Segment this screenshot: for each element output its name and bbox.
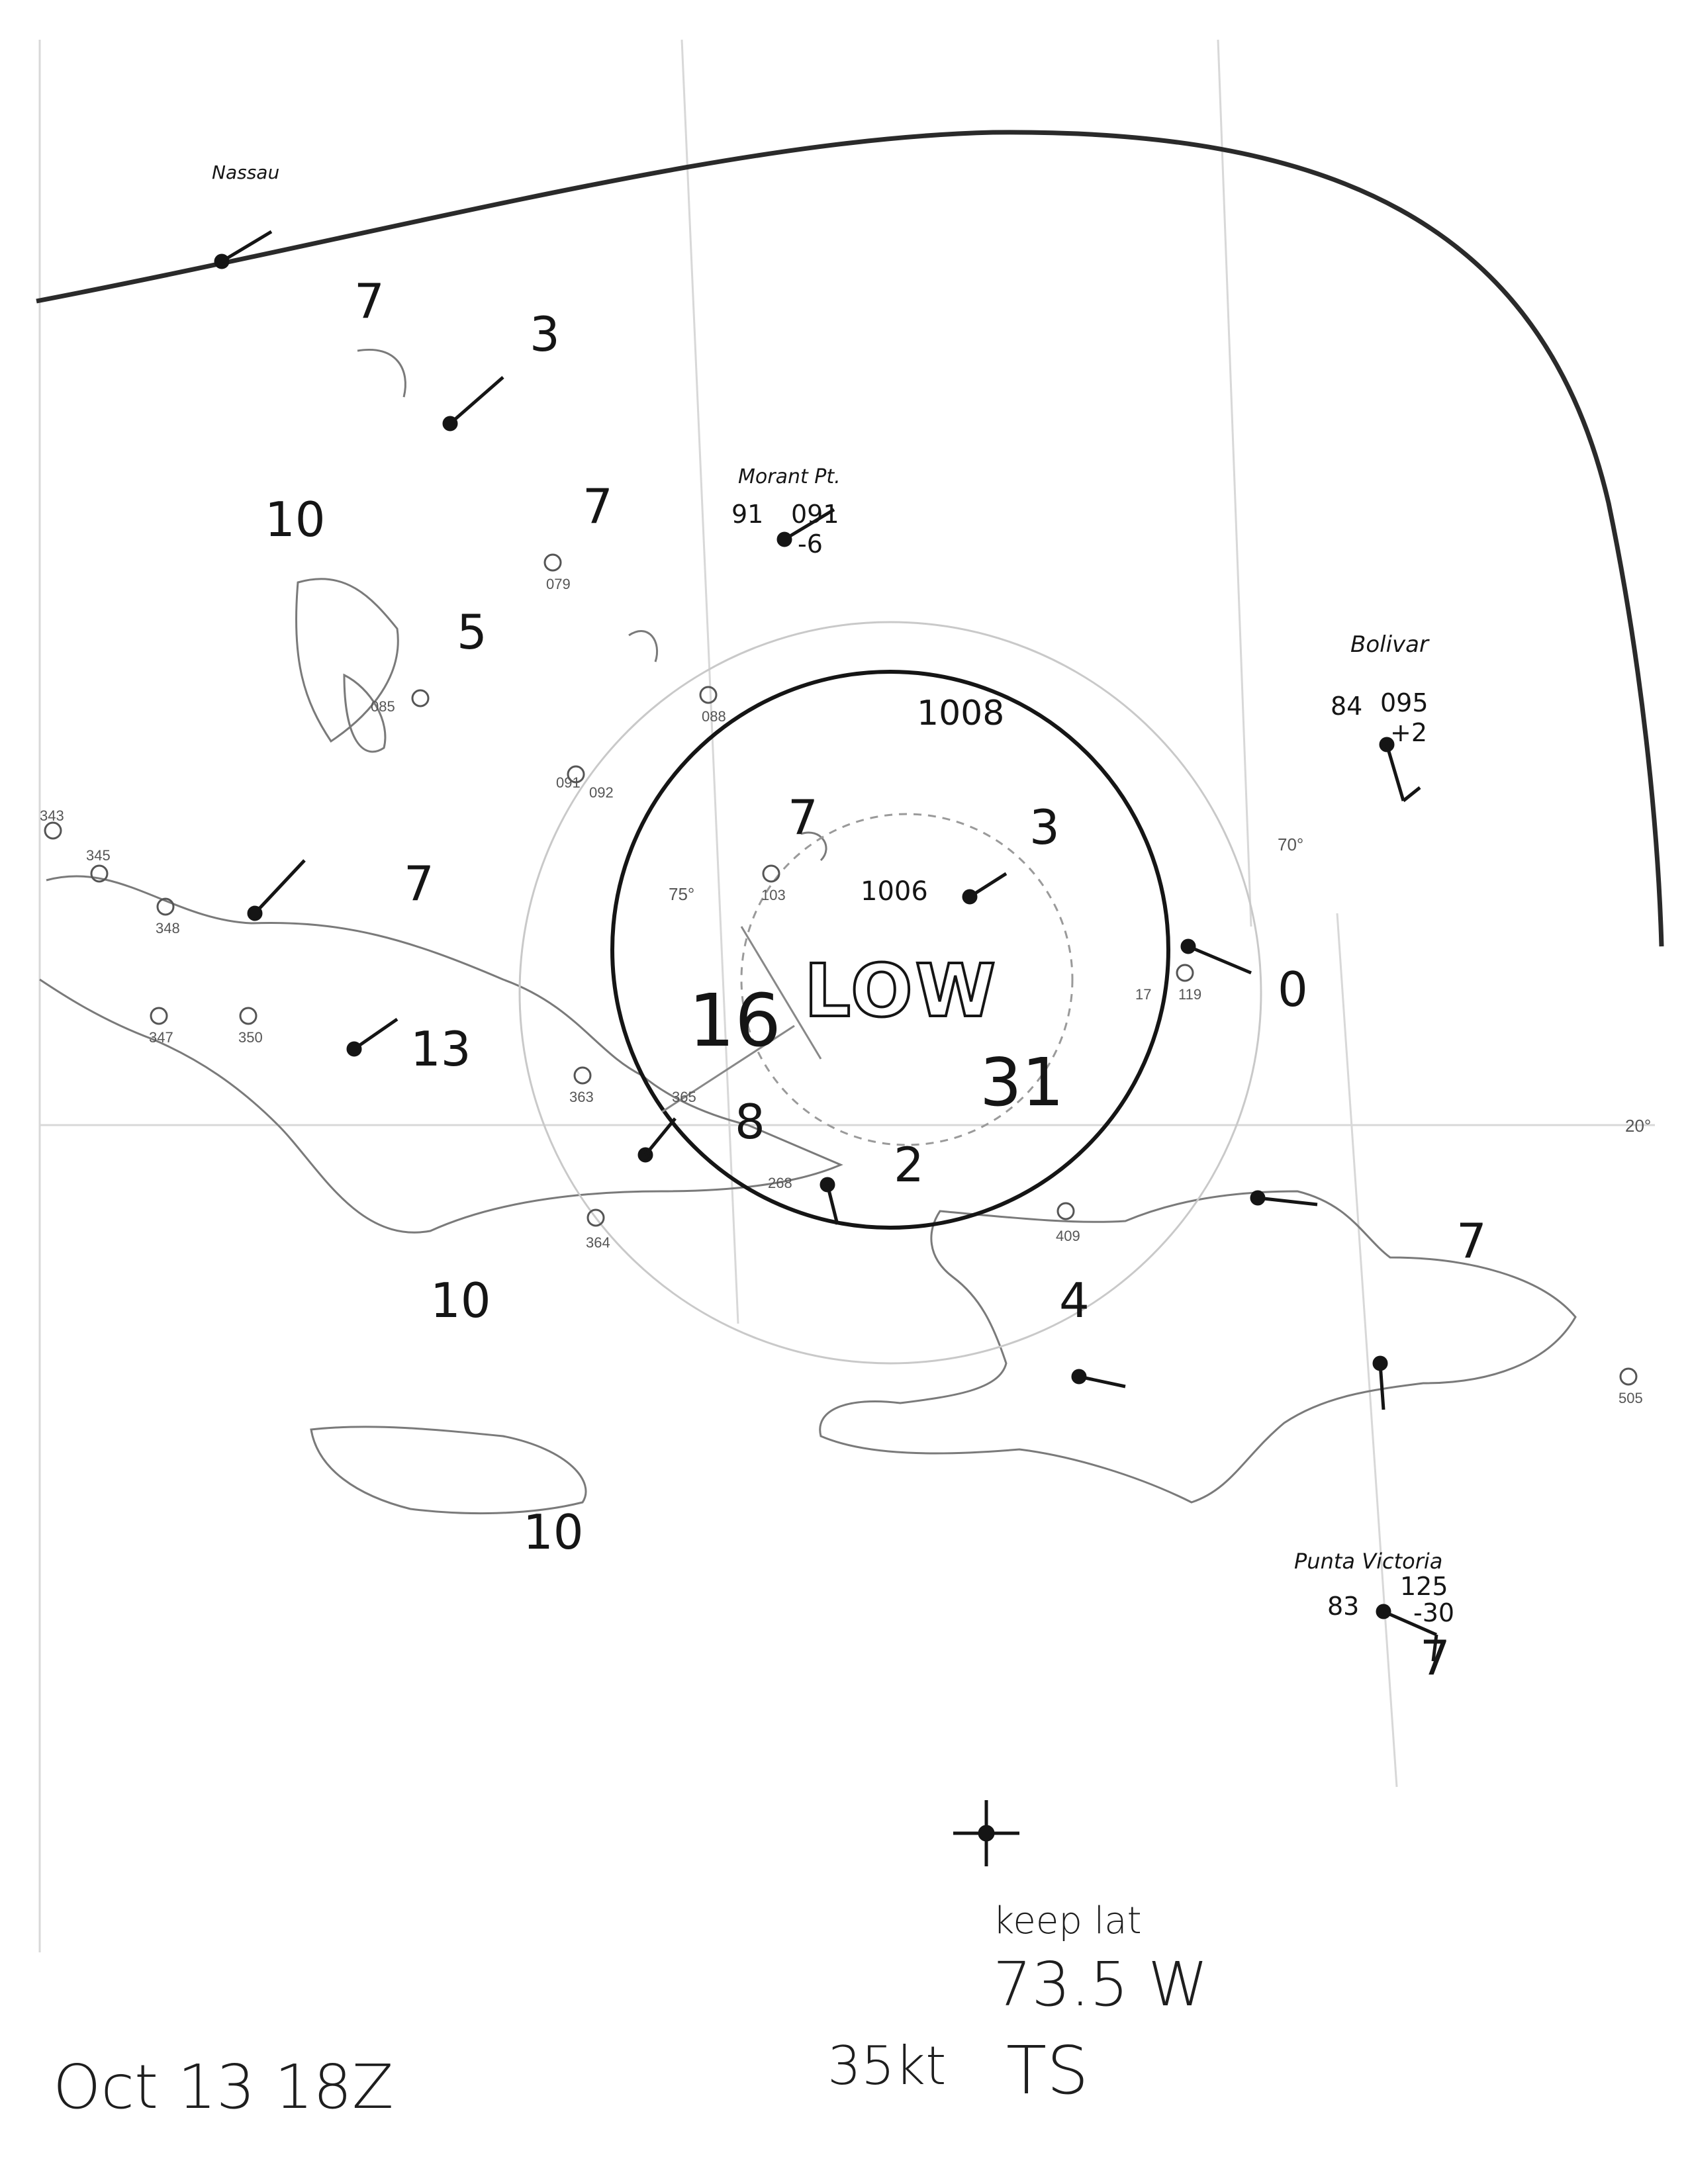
place-names: Morant Pt. Bolivar Punta Victoria Nassau — [212, 161, 1442, 1574]
svg-text:-30: -30 — [1413, 1598, 1454, 1627]
storm-system — [518, 621, 1262, 1365]
svg-text:83: 83 — [1327, 1592, 1359, 1621]
hispaniola-coast — [819, 1190, 1577, 1504]
svg-text:088: 088 — [702, 708, 726, 725]
svg-text:085: 085 — [371, 698, 395, 715]
place-bolivar: Bolivar — [1350, 631, 1430, 658]
svg-text:365: 365 — [672, 1089, 696, 1105]
svg-text:10: 10 — [265, 492, 326, 547]
place-morant-point: Morant Pt. — [738, 465, 841, 488]
svg-text:345: 345 — [86, 847, 111, 864]
svg-text:348: 348 — [156, 920, 180, 936]
cuba-coast — [39, 875, 843, 1234]
printed-stations — [44, 553, 1638, 1386]
station-readings: 91 091 -6 84 095 +2 83 125 -30 — [731, 500, 1454, 1627]
graticule — [38, 39, 1655, 1952]
svg-text:7: 7 — [354, 273, 385, 329]
station-ids: 343 345 348 347 350 363 364 365 268 409 … — [40, 576, 1643, 1406]
svg-text:7: 7 — [1456, 1213, 1487, 1269]
svg-text:364: 364 — [586, 1234, 610, 1251]
station-models — [214, 230, 1438, 1866]
svg-text:7: 7 — [583, 478, 613, 534]
isobar-value: 1008 — [917, 694, 1004, 733]
svg-text:347: 347 — [149, 1029, 173, 1046]
svg-text:091: 091 — [556, 774, 581, 791]
isobar-1008 — [610, 670, 1170, 1230]
svg-text:+2: +2 — [1390, 718, 1427, 747]
svg-text:31: 31 — [980, 1044, 1064, 1121]
svg-text:7: 7 — [404, 856, 434, 911]
svg-text:079: 079 — [546, 576, 571, 592]
svg-text:3: 3 — [530, 306, 560, 362]
svg-text:10: 10 — [430, 1273, 491, 1328]
svg-text:91: 91 — [731, 500, 763, 529]
central-pressure: 1006 — [861, 876, 928, 907]
svg-text:8: 8 — [735, 1094, 765, 1150]
svg-text:103: 103 — [761, 887, 786, 903]
svg-text:091: 091 — [791, 500, 839, 529]
svg-text:84: 84 — [1331, 692, 1362, 721]
svg-text:343: 343 — [40, 807, 64, 824]
svg-text:350: 350 — [238, 1029, 263, 1046]
svg-text:2: 2 — [894, 1137, 924, 1193]
svg-text:5: 5 — [457, 604, 487, 660]
speed-note: 35kt — [827, 2035, 947, 2097]
low-label: LOW — [804, 948, 998, 1033]
coastlines — [39, 349, 1577, 1515]
svg-text:10: 10 — [523, 1504, 584, 1560]
svg-text:095: 095 — [1380, 688, 1429, 717]
keep-lat-note: keep lat — [993, 1899, 1142, 1942]
classification-note: TS — [1006, 2032, 1089, 2109]
svg-text:7: 7 — [788, 790, 818, 845]
boundary-line — [36, 130, 1664, 947]
svg-text:4: 4 — [1059, 1273, 1090, 1328]
svg-text:7: 7 — [1420, 1630, 1450, 1686]
date-time-note: Oct 13 18Z — [53, 2052, 394, 2122]
svg-text:268: 268 — [768, 1175, 792, 1191]
svg-text:363: 363 — [569, 1089, 594, 1105]
lat-label: 20° — [1625, 1116, 1651, 1136]
svg-text:0: 0 — [1278, 962, 1308, 1017]
svg-text:125: 125 — [1400, 1572, 1448, 1601]
svg-text:13: 13 — [410, 1021, 471, 1077]
wind-numbers: 7 3 10 7 5 7 3 0 7 16 31 8 2 13 10 4 7 1… — [265, 273, 1487, 1686]
svg-text:409: 409 — [1056, 1228, 1080, 1244]
place-punta-victoria: Punta Victoria — [1294, 1549, 1442, 1574]
svg-text:16: 16 — [688, 978, 781, 1063]
svg-text:-6: -6 — [798, 529, 823, 559]
svg-text:092: 092 — [589, 784, 614, 801]
svg-text:505: 505 — [1618, 1390, 1643, 1406]
svg-text:119: 119 — [1178, 986, 1201, 1003]
longitude-note: 73.5 W — [993, 1949, 1209, 2020]
svg-text:17: 17 — [1135, 986, 1151, 1003]
lon-label-75: 75° — [669, 884, 694, 904]
place-nassau: Nassau — [212, 161, 279, 183]
lon-label-70: 70° — [1278, 835, 1303, 854]
jamaica-coast — [310, 1426, 587, 1515]
svg-text:3: 3 — [1029, 799, 1060, 855]
